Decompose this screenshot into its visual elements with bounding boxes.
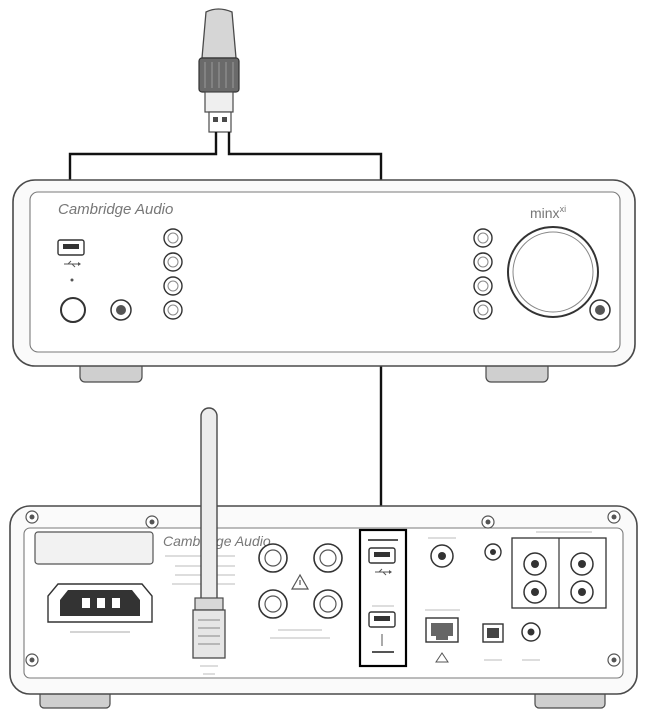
preset-button[interactable] (163, 300, 183, 320)
front-panel-unit: Cambridge Audio minxxi (12, 179, 636, 383)
rear-panel-unit: Cambridge Audio (9, 505, 638, 709)
speaker-terminals (258, 543, 343, 639)
dongle-body (201, 8, 237, 59)
standby-led (595, 305, 605, 315)
dongle-neck (204, 91, 234, 113)
usb-icon (375, 568, 392, 576)
preset-button[interactable] (473, 252, 493, 272)
speaker-terminal[interactable] (313, 543, 343, 573)
front-model-logo: minxxi (530, 204, 566, 221)
preset-button[interactable] (163, 228, 183, 248)
plug-contact (213, 117, 218, 122)
preset-buttons-left (163, 228, 183, 320)
volume-knob[interactable] (507, 226, 599, 318)
serial-label-area (34, 531, 154, 565)
preset-buttons-right (473, 228, 493, 320)
preset-button[interactable] (163, 276, 183, 296)
rear-usb-module (358, 528, 408, 668)
ir-sensor-lens (116, 305, 126, 315)
headphone-socket[interactable] (60, 297, 86, 323)
preset-button[interactable] (163, 252, 183, 272)
front-indicator-dot (70, 278, 74, 282)
preset-button[interactable] (473, 300, 493, 320)
dongle-usb-plug (208, 111, 232, 133)
usb-dongle (198, 8, 240, 133)
plug-contact (222, 117, 227, 122)
antenna-stalk (200, 407, 218, 631)
warning-triangle-icon (290, 573, 310, 590)
mains-inlet (47, 583, 153, 633)
speaker-terminal[interactable] (258, 543, 288, 573)
analogue-inputs (511, 531, 607, 609)
front-usb-port-tongue (63, 244, 79, 249)
antenna-joint (194, 597, 224, 611)
front-brand-logo: Cambridge Audio (58, 201, 173, 218)
ethernet-icon (435, 652, 449, 663)
speaker-terminal[interactable] (313, 589, 343, 619)
usb-icon (64, 260, 81, 268)
volume-knob-ring (512, 231, 594, 313)
preset-button[interactable] (473, 276, 493, 296)
wifi-antenna (192, 407, 226, 675)
preset-button[interactable] (473, 228, 493, 248)
antenna-base (192, 609, 226, 659)
speaker-terminal[interactable] (258, 589, 288, 619)
